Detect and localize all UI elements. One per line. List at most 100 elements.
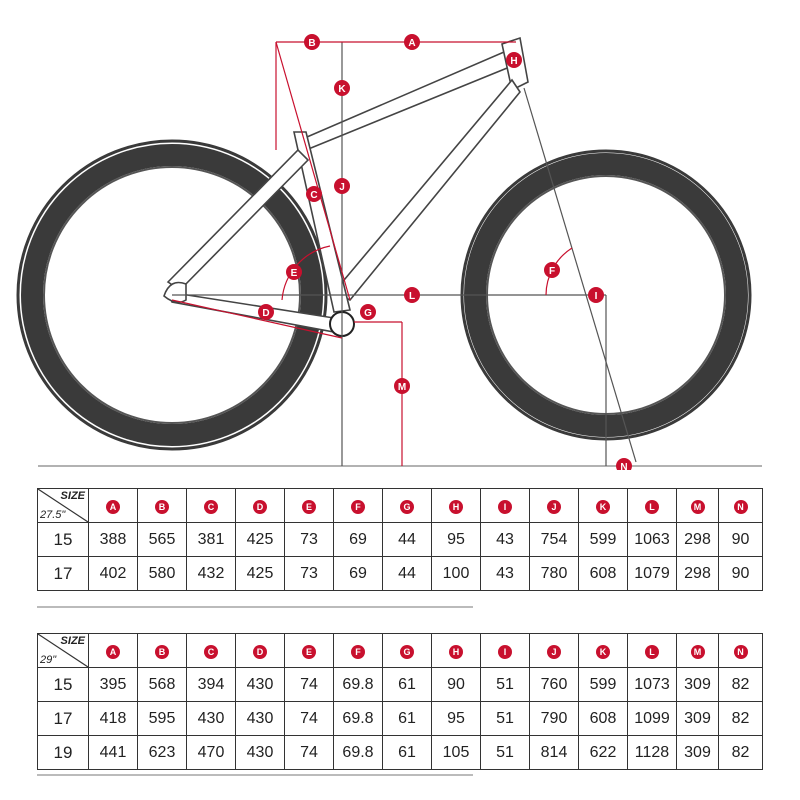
- value-cell: 51: [480, 701, 530, 736]
- value-cell: 309: [676, 667, 719, 702]
- svg-text:H: H: [510, 56, 517, 67]
- value-cell: 90: [718, 556, 763, 591]
- value-cell: 51: [480, 735, 530, 770]
- marker-j: J: [334, 178, 350, 194]
- svg-text:F: F: [549, 266, 555, 277]
- header-cell: M: [676, 633, 719, 668]
- size-label: SIZE: [60, 490, 85, 502]
- value-cell: 61: [382, 735, 432, 770]
- value-cell: 69.8: [333, 667, 383, 702]
- value-cell: 69.8: [333, 735, 383, 770]
- value-cell: 69.8: [333, 701, 383, 736]
- marker-h: H: [506, 52, 522, 68]
- value-cell: 754: [529, 522, 579, 557]
- svg-text:A: A: [408, 38, 415, 49]
- value-cell: 599: [578, 522, 628, 557]
- table-row: 15 395 568 394 430 74 69.8 61 90 51 760 …: [37, 667, 763, 702]
- value-cell: 73: [284, 522, 334, 557]
- header-cell: I: [480, 488, 530, 523]
- value-cell: 470: [186, 735, 236, 770]
- value-cell: 402: [88, 556, 138, 591]
- dimension-markers: A B C D E F G H I J K L M N: [258, 34, 632, 470]
- marker-l: L: [404, 287, 420, 303]
- svg-text:J: J: [339, 182, 345, 193]
- svg-text:C: C: [310, 190, 317, 201]
- value-cell: 44: [382, 556, 432, 591]
- value-cell: 425: [235, 522, 285, 557]
- svg-text:D: D: [262, 308, 269, 319]
- header-cell: J: [529, 633, 579, 668]
- value-cell: 1128: [627, 735, 677, 770]
- marker-n: N: [616, 458, 632, 470]
- marker-e: E: [286, 264, 302, 280]
- value-cell: 608: [578, 701, 628, 736]
- value-cell: 44: [382, 522, 432, 557]
- svg-text:G: G: [364, 308, 372, 319]
- value-cell: 82: [718, 735, 763, 770]
- marker-f: F: [544, 262, 560, 278]
- svg-text:B: B: [308, 38, 315, 49]
- corner-diagonal: [38, 489, 88, 522]
- value-cell: 51: [480, 667, 530, 702]
- svg-text:L: L: [409, 291, 415, 302]
- corner-diagonal: [38, 634, 88, 667]
- header-cell: H: [431, 488, 481, 523]
- table-row: 15 388 565 381 425 73 69 44 95 43 754 59…: [37, 522, 763, 557]
- value-cell: 1073: [627, 667, 677, 702]
- header-cell: K: [578, 633, 628, 668]
- value-cell: 61: [382, 701, 432, 736]
- size-cell: 17: [37, 701, 89, 736]
- value-cell: 790: [529, 701, 579, 736]
- value-cell: 595: [137, 701, 187, 736]
- marker-a: A: [404, 34, 420, 50]
- value-cell: 388: [88, 522, 138, 557]
- value-cell: 430: [235, 735, 285, 770]
- header-cell: B: [137, 488, 187, 523]
- header-cell: L: [627, 633, 677, 668]
- value-cell: 622: [578, 735, 628, 770]
- table-separator: [37, 606, 473, 608]
- marker-m: M: [394, 378, 410, 394]
- header-cell: M: [676, 488, 719, 523]
- header-cell: L: [627, 488, 677, 523]
- svg-text:E: E: [291, 268, 298, 279]
- value-cell: 430: [235, 667, 285, 702]
- table-separator: [37, 774, 473, 776]
- value-cell: 69: [333, 556, 383, 591]
- header-cell: E: [284, 633, 334, 668]
- value-cell: 780: [529, 556, 579, 591]
- value-cell: 74: [284, 667, 334, 702]
- value-cell: 608: [578, 556, 628, 591]
- value-cell: 565: [137, 522, 187, 557]
- size-cell: 15: [37, 522, 89, 557]
- header-cell: G: [382, 633, 432, 668]
- svg-text:N: N: [620, 462, 627, 470]
- value-cell: 74: [284, 735, 334, 770]
- header-cell: N: [718, 488, 763, 523]
- header-cell: N: [718, 633, 763, 668]
- size-corner-cell: SIZE 27.5": [37, 488, 89, 523]
- value-cell: 430: [186, 701, 236, 736]
- value-cell: 1099: [627, 701, 677, 736]
- value-cell: 82: [718, 701, 763, 736]
- value-cell: 814: [529, 735, 579, 770]
- value-cell: 395: [88, 667, 138, 702]
- value-cell: 760: [529, 667, 579, 702]
- header-cell: D: [235, 633, 285, 668]
- value-cell: 381: [186, 522, 236, 557]
- marker-d: D: [258, 304, 274, 320]
- value-cell: 1079: [627, 556, 677, 591]
- value-cell: 309: [676, 735, 719, 770]
- marker-g: G: [360, 304, 376, 320]
- marker-i: I: [588, 287, 604, 303]
- value-cell: 74: [284, 701, 334, 736]
- size-cell: 17: [37, 556, 89, 591]
- value-cell: 425: [235, 556, 285, 591]
- header-cell: J: [529, 488, 579, 523]
- size-cell: 19: [37, 735, 89, 770]
- value-cell: 599: [578, 667, 628, 702]
- value-cell: 73: [284, 556, 334, 591]
- header-cell: H: [431, 633, 481, 668]
- geometry-table-27-5: SIZE 27.5" A B C D E F G H I J K L M N 1…: [37, 488, 763, 591]
- header-cell: D: [235, 488, 285, 523]
